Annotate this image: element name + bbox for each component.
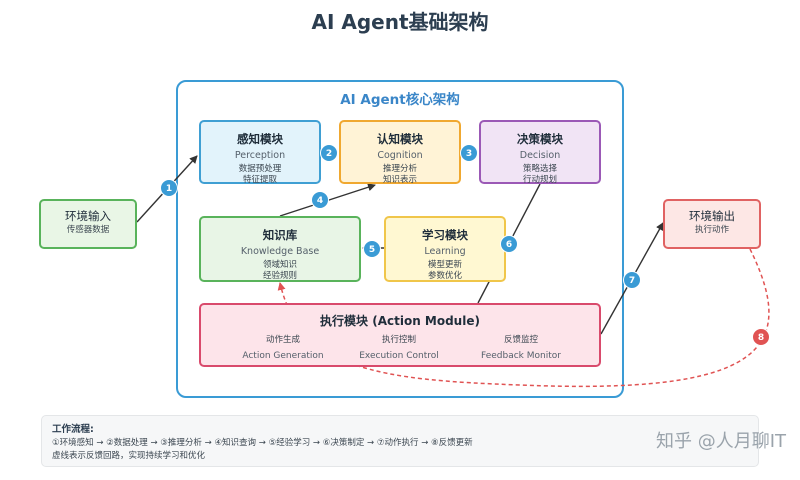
- workflow-steps-text: ①环境感知 → ②数据处理 → ③推理分析 → ④知识查询 → ⑤经验学习 → …: [52, 438, 473, 448]
- knowledge-item: 领域知识: [262, 260, 297, 271]
- cognition-english: Cognition: [377, 150, 423, 162]
- knowledge-item: 经验规则: [262, 270, 297, 281]
- environment-input-title: 环境输入: [65, 209, 111, 223]
- decision-item: 策略选择: [522, 164, 557, 175]
- action-column-en: Feedback Monitor: [481, 350, 561, 361]
- action-column-cn: 动作生成: [265, 335, 300, 345]
- perception-english: Perception: [234, 150, 286, 162]
- environment-output-box: 环境输出 执行动作: [663, 199, 761, 249]
- action-column-cn: 反馈监控: [503, 335, 538, 345]
- action-column-cn: 执行控制: [381, 335, 416, 345]
- cognition-item: 推理分析: [382, 164, 417, 175]
- learning-title: 学习模块: [422, 228, 468, 242]
- step-badge-2: 2: [320, 144, 338, 162]
- action-title: 执行模块 (Action Module): [320, 314, 480, 328]
- learning-module-box: 学习模块 Learning 模型更新 参数优化: [384, 216, 506, 282]
- core-architecture-title: AI Agent核心架构: [340, 92, 460, 108]
- step-badge-5: 5: [363, 240, 381, 258]
- step-badge-4: 4: [311, 191, 329, 209]
- environment-input-subtitle: 传感器数据: [66, 225, 110, 236]
- perception-module-box: 感知模块 Perception 数据预处理 特征提取: [199, 120, 321, 185]
- action-column: 执行控制 Execution Control: [332, 335, 466, 362]
- environment-output-title: 环境输出: [689, 209, 735, 223]
- page-title: AI Agent基础架构: [311, 10, 489, 34]
- step-badge-6: 6: [500, 235, 518, 253]
- environment-input-box: 环境输入 传感器数据: [39, 199, 137, 249]
- action-module-box: 执行模块 (Action Module) 动作生成 Action Generat…: [199, 303, 601, 367]
- action-column-en: Execution Control: [359, 350, 439, 361]
- learning-english: Learning: [424, 246, 466, 258]
- cognition-title: 认知模块: [377, 132, 423, 146]
- action-column: 反馈监控 Feedback Monitor: [454, 335, 588, 362]
- decision-english: Decision: [519, 150, 561, 162]
- perception-title: 感知模块: [237, 132, 283, 146]
- cognition-module-box: 认知模块 Cognition 推理分析 知识表示: [339, 120, 461, 185]
- watermark: 知乎 @人月聊IT: [655, 431, 786, 452]
- environment-output-subtitle: 执行动作: [694, 225, 729, 236]
- step-badge-1: 1: [160, 179, 178, 197]
- knowledge-base-box: 知识库 Knowledge Base 领域知识 经验规则: [199, 216, 361, 282]
- decision-module-box: 决策模块 Decision 策略选择 行动规划: [479, 120, 601, 185]
- learning-item: 参数优化: [427, 270, 462, 281]
- step-badge-3: 3: [460, 144, 478, 162]
- action-column-en: Action Generation: [242, 350, 324, 361]
- cognition-item: 知识表示: [382, 174, 417, 185]
- perception-item: 数据预处理: [238, 164, 282, 175]
- step-badge-7: 7: [623, 271, 641, 289]
- perception-item: 特征提取: [242, 174, 277, 185]
- workflow-title: 工作流程:: [52, 424, 94, 435]
- workflow-note: 虚线表示反馈回路，实现持续学习和优化: [52, 451, 206, 461]
- decision-item: 行动规划: [522, 174, 557, 185]
- step-badge-8: 8: [752, 328, 770, 346]
- decision-title: 决策模块: [517, 132, 563, 146]
- knowledge-english: Knowledge Base: [240, 246, 320, 258]
- action-column: 动作生成 Action Generation: [216, 335, 350, 362]
- learning-item: 模型更新: [427, 260, 462, 271]
- knowledge-title: 知识库: [262, 228, 298, 242]
- workflow-panel: 工作流程: ①环境感知 → ②数据处理 → ③推理分析 → ④知识查询 → ⑤经…: [41, 415, 759, 467]
